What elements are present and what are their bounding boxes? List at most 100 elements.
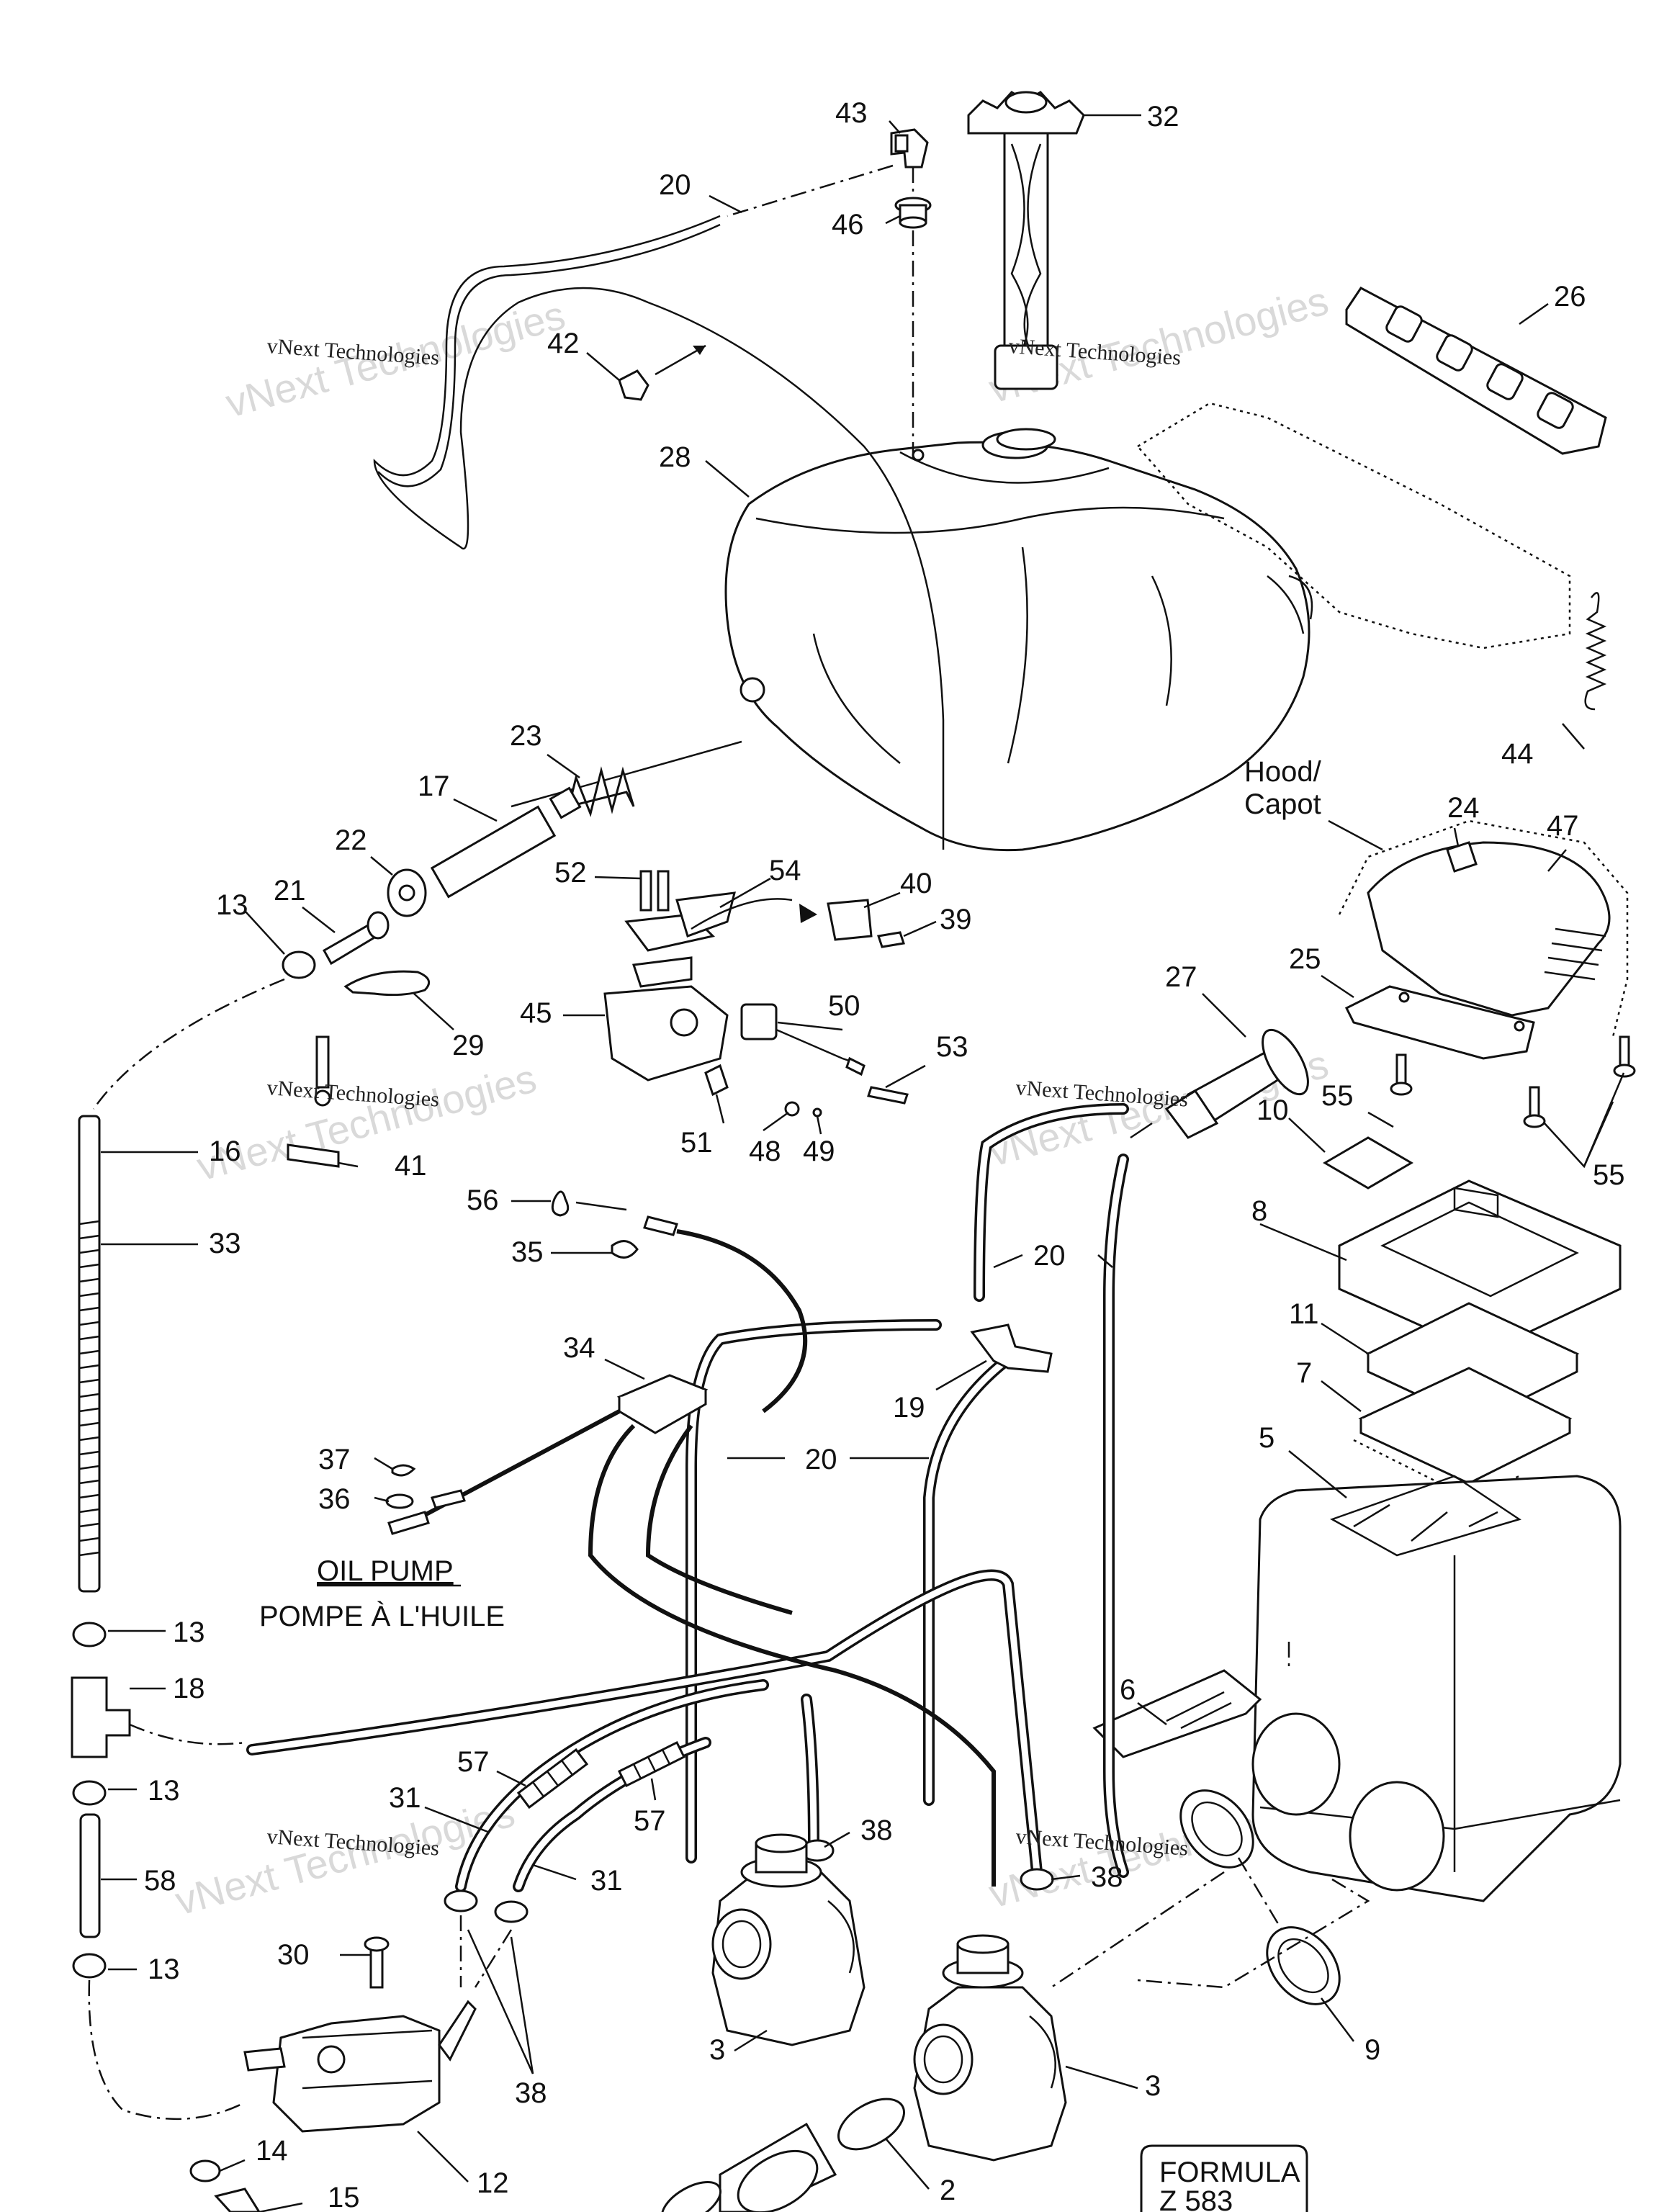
throttle-sensor-assembly [603, 870, 905, 1097]
callout-57: 57 [634, 1805, 666, 1837]
callout-42: 42 [547, 328, 580, 359]
callout-24: 24 [1447, 792, 1480, 824]
callout-3: 3 [1145, 2070, 1161, 2102]
washer-36 [385, 1493, 414, 1509]
callout-31: 31 [389, 1782, 421, 1814]
watermark-large: vNext Technologies [192, 1055, 541, 1189]
clamp-13b [72, 1622, 107, 1647]
callout-28: 28 [659, 441, 691, 473]
oil-drop-56 [551, 1190, 570, 1217]
callout-27: 27 [1165, 961, 1197, 993]
plate-25 [1344, 985, 1535, 1060]
washer-48 [784, 1101, 800, 1117]
filter-housing-8 [1338, 1179, 1622, 1355]
callout-29: 29 [452, 1030, 485, 1061]
screw-52b [657, 870, 670, 912]
callout-13: 13 [173, 1617, 205, 1648]
screw-55a [1395, 1053, 1407, 1088]
callout-48: 48 [749, 1136, 781, 1167]
oil-pump-label: OIL PUMP [317, 1555, 454, 1587]
callout-14: 14 [256, 2135, 288, 2167]
callout-21: 21 [274, 875, 306, 907]
hose-clip [618, 369, 649, 401]
leader-lines [101, 114, 1625, 2212]
screw-55b [1529, 1086, 1540, 1120]
switch-housing-45 [603, 985, 729, 1082]
bracket-6 [1092, 1669, 1262, 1758]
callout-20: 20 [805, 1444, 837, 1475]
callout-43: 43 [835, 97, 868, 129]
callout-45: 45 [520, 997, 552, 1029]
clamp-38d [1020, 1868, 1054, 1891]
silencer-port-left [1251, 1712, 1341, 1816]
callout-56: 56 [467, 1184, 499, 1216]
tension-spring [1584, 592, 1607, 711]
clamp-14 [189, 2159, 221, 2182]
hood-label: Hood/ [1244, 756, 1322, 788]
callout-57: 57 [457, 1746, 490, 1778]
connector-40 [827, 899, 873, 941]
carburetor-left [711, 1833, 866, 2046]
hose-15 [214, 2188, 261, 2212]
tee-fitting-18 [71, 1676, 131, 1758]
screw-51 [704, 1064, 729, 1097]
callouts: 43 32 20 46 26 42 28 44 23 17 22 21 13 5… [144, 97, 1625, 2212]
callout-25: 25 [1289, 943, 1321, 975]
callout-49: 49 [803, 1136, 835, 1167]
callout-50: 50 [828, 990, 860, 1022]
outlet-assembly [92, 766, 635, 1110]
tank-outlet-port [739, 677, 765, 703]
callout-38: 38 [860, 1815, 893, 1846]
clip-35 [611, 1240, 639, 1259]
sensor-50 [740, 1003, 866, 1076]
clamp-38b [494, 1900, 529, 1923]
clamp-13d [72, 1953, 107, 1979]
callout-6: 6 [1120, 1674, 1136, 1706]
fuel-gauge-cap [967, 91, 1085, 451]
callout-26: 26 [1554, 281, 1586, 313]
grommet-24 [1446, 841, 1478, 873]
clamp-38a [444, 1889, 478, 1912]
callout-20: 20 [1033, 1240, 1066, 1272]
callout-51: 51 [680, 1127, 713, 1159]
callout-55: 55 [1593, 1159, 1625, 1191]
intake-silencer-cover [1338, 819, 1636, 1128]
screw-55c [1619, 1035, 1630, 1070]
oil-pump-cable [387, 1190, 996, 1887]
callout-9: 9 [1364, 2034, 1380, 2066]
tee-fitting-19 [970, 1323, 1053, 1373]
callout-5: 5 [1259, 1422, 1274, 1454]
silencer-port-right [1349, 1781, 1445, 1892]
callout-37: 37 [318, 1444, 351, 1475]
callout-17: 17 [418, 770, 450, 802]
callout-7: 7 [1296, 1357, 1312, 1389]
grommet [894, 197, 932, 229]
callout-31: 31 [590, 1865, 623, 1897]
callout-13: 13 [148, 1775, 180, 1807]
circlip-37 [391, 1464, 416, 1477]
model-box-line1: FORMULA [1159, 2157, 1300, 2188]
nut-49 [812, 1107, 822, 1118]
callout-39: 39 [940, 904, 972, 935]
callout-54: 54 [769, 855, 801, 886]
hose-support-41 [287, 1035, 340, 1168]
callout-38: 38 [515, 2077, 547, 2109]
intake-boots [661, 2098, 906, 2212]
callout-16: 16 [209, 1136, 241, 1167]
callout-12: 12 [477, 2167, 509, 2199]
fuel-line-vertical [71, 1115, 246, 2121]
vent-elbow [890, 128, 929, 168]
clamp-13 [282, 950, 316, 979]
gauge-tube [1003, 132, 1049, 351]
callout-8: 8 [1251, 1195, 1267, 1227]
callout-47: 47 [1547, 810, 1579, 842]
terminal-53 [867, 1086, 909, 1105]
screw-52a [639, 870, 652, 912]
callout-3: 3 [709, 2034, 725, 2066]
decal-10 [1323, 1136, 1413, 1190]
cable-tie [343, 970, 431, 997]
callout-44: 44 [1501, 738, 1534, 770]
oil-pump [189, 1936, 477, 2212]
callout-34: 34 [563, 1332, 595, 1364]
